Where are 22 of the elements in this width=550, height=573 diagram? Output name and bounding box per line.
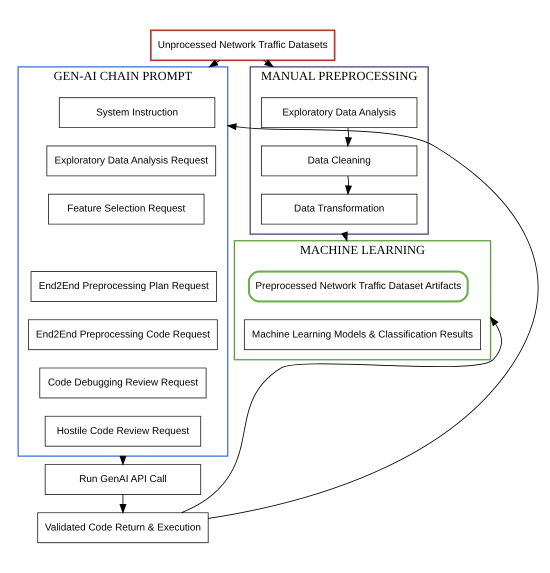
node-box: Run GenAI API Call [44,464,202,495]
node-box: Data Cleaning [261,146,418,176]
node-box: System Instruction [58,97,216,128]
arrow [345,176,352,196]
node-box: Exploratory Data Analysis [261,97,418,128]
node-box: Feature Selection Request [48,194,204,225]
arrow [208,123,538,519]
arrow [263,59,274,68]
node-box: Data Transformation [261,194,418,225]
node-box: End2End Preprocessing Code Request [28,319,218,350]
node-box: Unprocessed Network Traffic Datasets [150,30,336,62]
arrow [208,59,220,68]
node-box: Code Debugging Review Request [39,368,207,398]
arrow [345,127,352,148]
node-box: Machine Learning Models & Classification Results [244,319,481,350]
node-box: Preprocessed Network Traffic Dataset Artifacts [248,270,469,303]
node-box: Validated Code Return & Execution [37,512,209,544]
node-box: End2End Preprocessing Plan Request [30,271,217,302]
node-box: Exploratory Data Analysis Request [46,146,216,176]
node-box: Hostile Code Review Request [44,416,202,447]
arrow [181,316,502,514]
arrow [119,494,126,514]
